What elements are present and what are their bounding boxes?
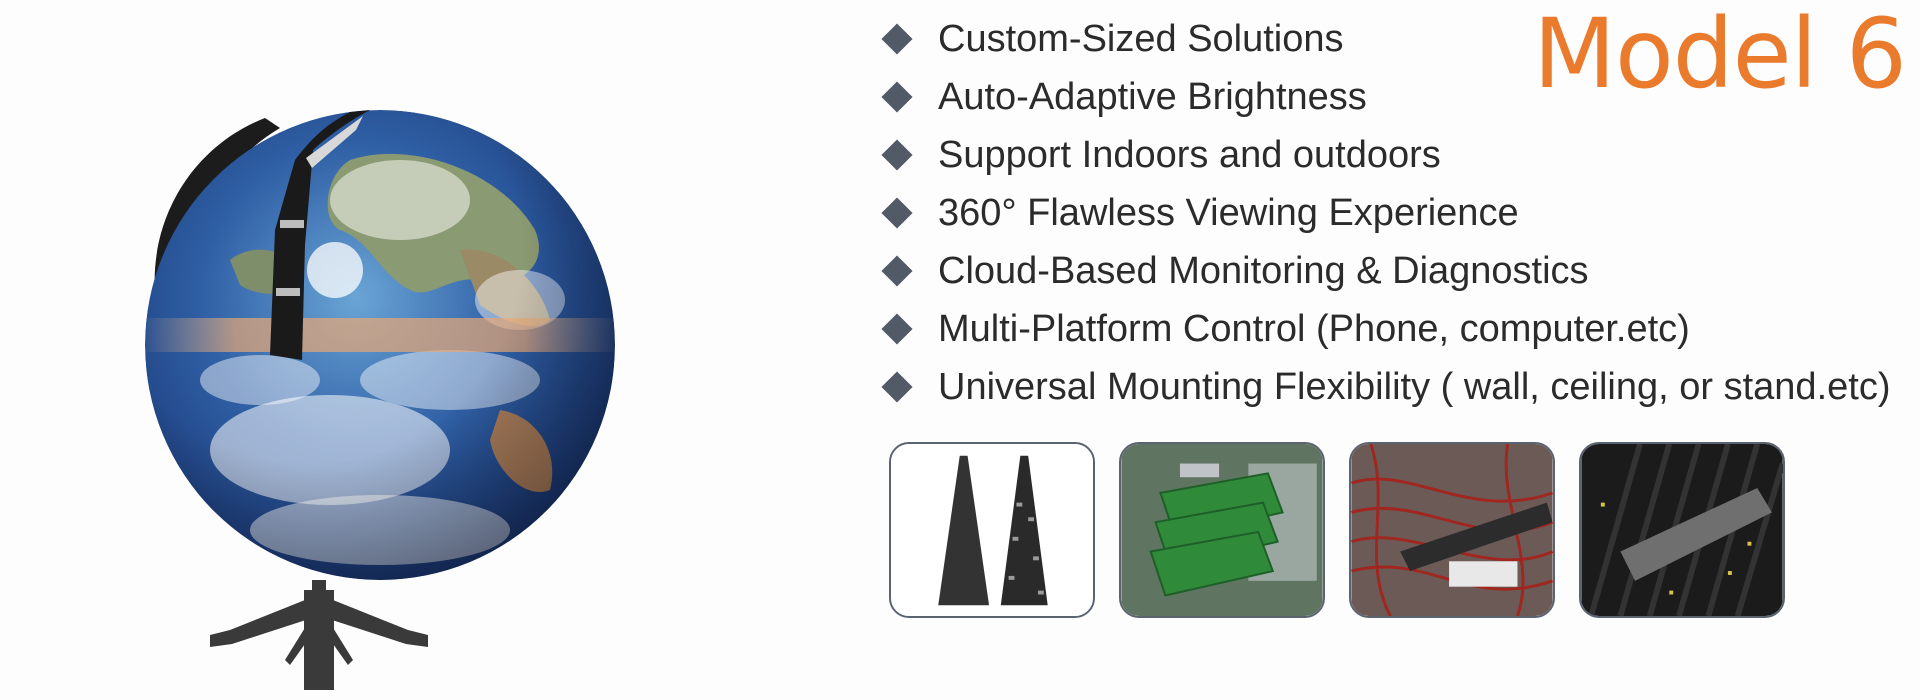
- thumbnail-panel-shapes: [889, 442, 1095, 618]
- feature-item: Auto-Adaptive Brightness: [878, 68, 1918, 126]
- diamond-bullet-icon: [881, 23, 913, 55]
- feature-text: Universal Mounting Flexibility ( wall, c…: [938, 365, 1891, 408]
- panel-slot: [270, 110, 370, 360]
- feature-item: Universal Mounting Flexibility ( wall, c…: [878, 358, 1918, 416]
- diamond-bullet-icon: [881, 313, 913, 345]
- diamond-bullet-icon: [881, 371, 913, 403]
- feature-item: Support Indoors and outdoors: [878, 126, 1918, 184]
- feature-list: Custom-Sized Solutions Auto-Adaptive Bri…: [878, 10, 1918, 416]
- diamond-bullet-icon: [881, 197, 913, 229]
- feature-text: 360° Flawless Viewing Experience: [938, 191, 1519, 234]
- page-title: Model 6: [1533, 0, 1907, 110]
- thumbnail-wiring: [1349, 442, 1555, 618]
- diamond-bullet-icon: [881, 255, 913, 287]
- globe-stand: [210, 580, 428, 690]
- feature-item: 360° Flawless Viewing Experience: [878, 184, 1918, 242]
- globe-display-image: [80, 50, 640, 690]
- feature-item: Cloud-Based Monitoring & Diagnostics: [878, 242, 1918, 300]
- diamond-bullet-icon: [881, 81, 913, 113]
- feature-text: Support Indoors and outdoors: [938, 133, 1441, 176]
- feature-text: Custom-Sized Solutions: [938, 17, 1344, 60]
- thumbnail-circuit-boards: [1119, 442, 1325, 618]
- thumbnail-module-strips: [1579, 442, 1785, 618]
- feature-text: Auto-Adaptive Brightness: [938, 75, 1367, 118]
- feature-item: Custom-Sized Solutions: [878, 10, 1918, 68]
- feature-text: Cloud-Based Monitoring & Diagnostics: [938, 249, 1589, 292]
- diamond-bullet-icon: [881, 139, 913, 171]
- globe-illustration: [145, 110, 615, 690]
- feature-text: Multi-Platform Control (Phone, computer.…: [938, 307, 1690, 350]
- feature-item: Multi-Platform Control (Phone, computer.…: [878, 300, 1918, 358]
